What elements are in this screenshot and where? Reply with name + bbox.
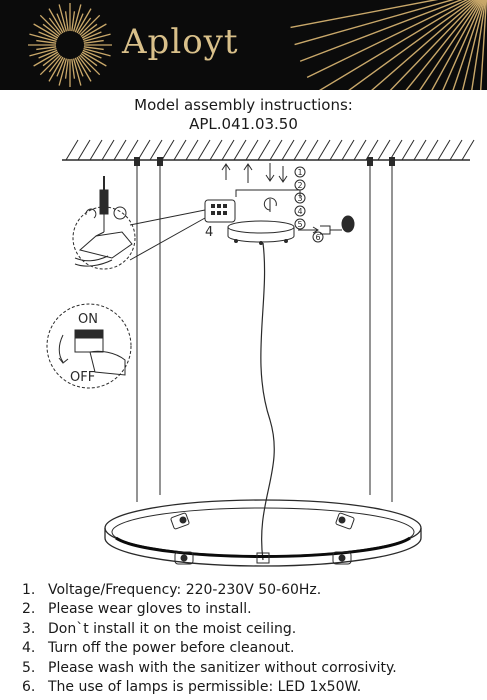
power-cable	[260, 242, 275, 561]
brand-name: Aployt	[122, 22, 239, 62]
list-item: 2.Please wear gloves to install.	[22, 601, 252, 618]
cable-connector	[256, 552, 270, 564]
model-number: APL.041.03.50	[189, 115, 298, 133]
screw-icon	[298, 215, 355, 235]
step-number: 4	[297, 207, 302, 216]
wiring-detail	[72, 176, 136, 270]
callout-number: 4	[205, 225, 213, 240]
list-item: 4.Turn off the power before cleanout.	[22, 640, 295, 657]
step-number: 1	[297, 168, 302, 177]
ceiling-canopy	[227, 220, 295, 245]
suspension-wires	[134, 157, 395, 502]
step-number: 2	[297, 181, 302, 190]
instructions-title: Model assembly instructions:	[134, 96, 353, 114]
assembly-diagram: 1 2 3 4 5 6 4 ON OFF	[46, 139, 475, 567]
spot-light	[335, 512, 355, 530]
list-item: 5.Please wash with the sanitizer without…	[22, 659, 397, 676]
step-number: 5	[297, 220, 302, 229]
ceiling	[62, 139, 475, 161]
led-ring	[104, 499, 422, 567]
spot-light	[170, 512, 190, 530]
sunburst-logo-icon	[28, 0, 487, 90]
step-number-list: 1 2 3 4 5 6	[294, 166, 324, 243]
switch-off-label: OFF	[70, 370, 95, 385]
list-item: 1.Voltage/Frequency: 220-230V 50-60Hz.	[22, 582, 322, 598]
safety-notes-list: 1.Voltage/Frequency: 220-230V 50-60Hz. 2…	[22, 581, 397, 697]
list-item: 3.Don`t install it on the moist ceiling.	[22, 620, 297, 637]
power-switch-detail: ON OFF	[46, 303, 132, 389]
terminal-callout: 4	[129, 199, 236, 261]
mounting-bracket	[221, 163, 301, 212]
spot-light	[174, 551, 194, 565]
step-number: 3	[297, 194, 302, 203]
spot-light	[332, 551, 352, 565]
switch-on-label: ON	[78, 312, 98, 327]
step-number: 6	[315, 233, 320, 242]
list-item: 6.The use of lamps is permissible: LED 1…	[22, 679, 362, 696]
brand-header: Aployt	[0, 0, 487, 90]
